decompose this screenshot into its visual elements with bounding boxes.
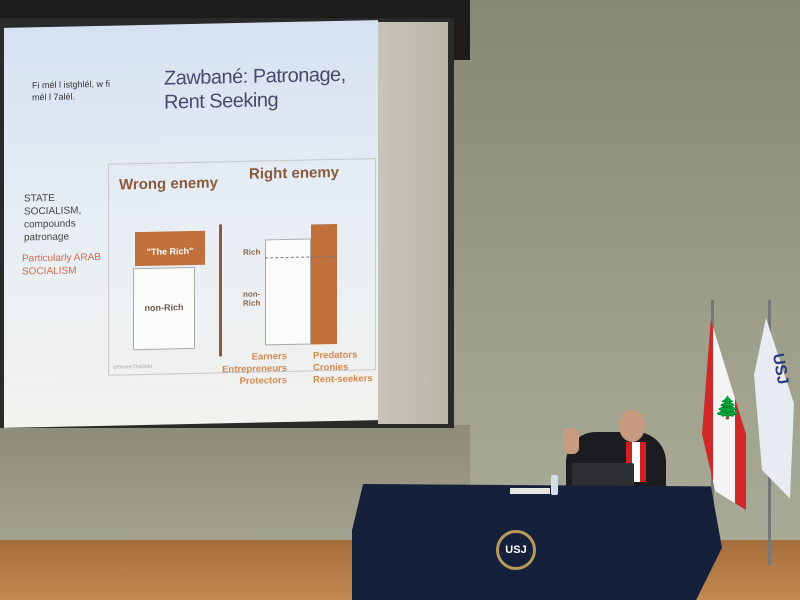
wrong-enemy-heading: Wrong enemy bbox=[119, 174, 218, 194]
predator-strip bbox=[311, 223, 337, 345]
water-bottle bbox=[551, 475, 558, 495]
state-socialism-text: STATE SOCIALISM, compounds patronage bbox=[24, 192, 82, 244]
cedar-icon: 🌲 bbox=[714, 395, 742, 420]
divider bbox=[219, 224, 222, 357]
watermark: @BeaterTheDebt bbox=[113, 363, 152, 371]
slide: Zawbané: Patronage, Rent Seeking Fi mél … bbox=[4, 20, 378, 428]
right-enemy-heading: Right enemy bbox=[249, 163, 340, 183]
title-line: Zawbané: Patronage, bbox=[164, 63, 346, 90]
arab-socialism-text: Particularly ARAB SOCIALISM bbox=[22, 251, 101, 278]
title-line: Rent Seeking bbox=[164, 89, 279, 114]
papers bbox=[510, 488, 550, 494]
group-item: Rent-seekers bbox=[313, 373, 373, 386]
diagram: Wrong enemy Right enemy "The Rich" non-R… bbox=[108, 158, 376, 387]
slide-note: Fi mél l istghlél, w fi mél l 7alél. bbox=[32, 78, 111, 103]
earners-group: Earners Entrepreneurs Protectors bbox=[217, 351, 287, 388]
speaker-hand bbox=[563, 428, 579, 454]
usj-logo: USJ bbox=[496, 530, 536, 570]
table-cloth bbox=[352, 484, 722, 600]
speaker-head bbox=[619, 410, 645, 442]
right-block bbox=[265, 238, 311, 346]
slide-title: Zawbané: Patronage, Rent Seeking bbox=[164, 63, 346, 115]
non-rich-label: non-Rich bbox=[243, 289, 261, 308]
group-item: Protectors bbox=[239, 374, 287, 387]
rich-label: Rich bbox=[243, 247, 261, 257]
the-rich-block: "The Rich" bbox=[135, 230, 205, 267]
screen-margin bbox=[378, 22, 448, 424]
non-rich-block: non-Rich bbox=[133, 266, 195, 351]
predators-group: Predators Cronies Rent-seekers bbox=[313, 349, 373, 386]
